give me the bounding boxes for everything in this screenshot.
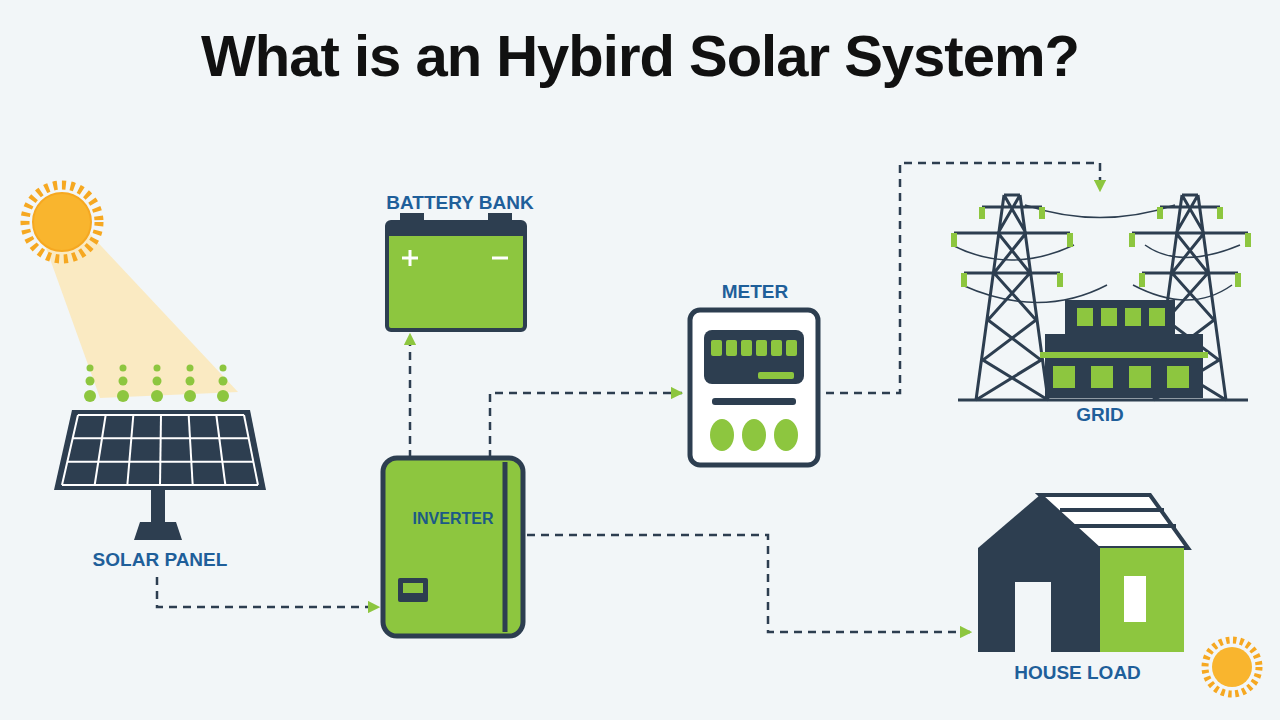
flow-connector xyxy=(527,535,971,632)
solar-panel-frame xyxy=(54,410,266,490)
inverter-body xyxy=(383,458,523,636)
inverter-screen xyxy=(403,583,423,593)
meter-dial xyxy=(710,419,734,451)
panel-base xyxy=(134,522,182,540)
node-label: METER xyxy=(676,279,834,305)
substation xyxy=(1065,300,1175,334)
house-load: HOUSE LOAD xyxy=(961,490,1194,686)
flow-connector xyxy=(826,163,1100,393)
sun xyxy=(33,193,91,251)
battery-top xyxy=(389,224,523,236)
sun xyxy=(1212,647,1252,687)
solar-panel: SOLAR PANEL xyxy=(36,355,284,573)
sun-rays xyxy=(1205,640,1259,694)
node-label: GRID xyxy=(946,402,1254,428)
node-label: HOUSE LOAD xyxy=(961,660,1194,686)
house-wall xyxy=(1100,548,1184,652)
node-label: SOLAR PANEL xyxy=(36,547,284,573)
meter-dial xyxy=(742,419,766,451)
substation-band xyxy=(1040,352,1208,358)
house-door xyxy=(1015,582,1051,652)
solar-cells xyxy=(62,415,258,485)
inverter-edge xyxy=(503,462,508,632)
panel-stand xyxy=(151,490,165,522)
battery-body xyxy=(387,222,525,330)
meter-bar xyxy=(758,372,794,379)
meter-body xyxy=(690,310,818,465)
battery-bank: BATTERY BANK xyxy=(366,190,554,332)
roof-stripes xyxy=(1060,510,1176,526)
meter: METER xyxy=(676,279,834,469)
house-window xyxy=(1124,576,1146,622)
house-gable xyxy=(978,495,1100,652)
substation xyxy=(1045,334,1203,398)
energy-dots xyxy=(84,365,229,403)
grid: GRID xyxy=(946,185,1254,428)
meter-digits xyxy=(711,340,797,356)
sun-rays xyxy=(25,185,99,259)
meter-bar xyxy=(712,398,796,405)
flow-connector xyxy=(409,334,412,458)
meter-dial xyxy=(774,419,798,451)
inverter-screen xyxy=(398,578,428,602)
meter-display xyxy=(704,330,804,384)
inverter: INVERTER xyxy=(379,458,527,636)
ground-line xyxy=(958,399,1248,402)
node-label: INVERTER xyxy=(379,506,527,532)
battery-signs xyxy=(402,250,508,266)
flow-connector xyxy=(490,393,682,458)
flow-connector xyxy=(157,577,379,607)
substation-windows xyxy=(1053,308,1189,388)
node-label: BATTERY BANK xyxy=(366,190,554,216)
diagram-title: What is an Hybird Solar System? xyxy=(0,22,1280,89)
